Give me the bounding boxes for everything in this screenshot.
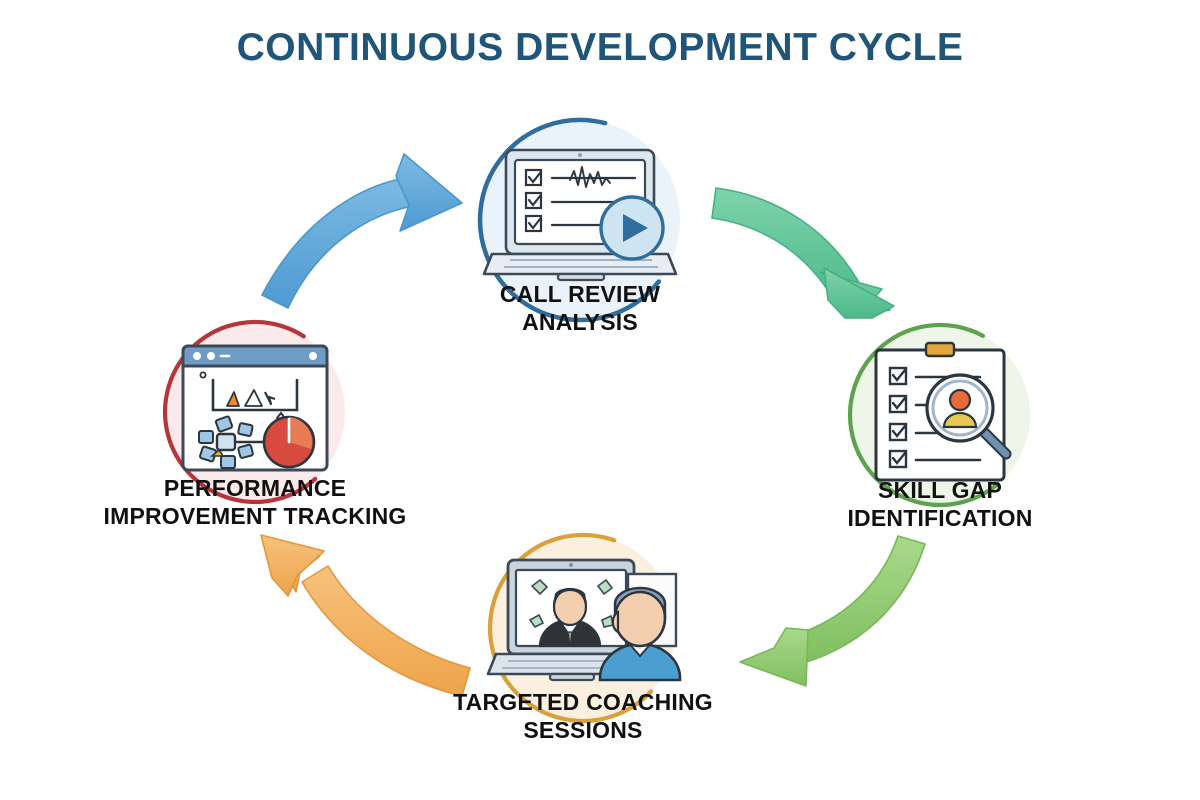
cycle-node-call-review-analysis[interactable]: CALL REVIEW ANALYSIS — [470, 112, 690, 335]
arrow-top-right — [711, 187, 895, 319]
video-coaching-laptop-icon — [486, 532, 682, 723]
cycle-node-skill-gap-identification[interactable]: SKILL GAP IDENTIFICATION — [840, 320, 1040, 531]
arrow-top-left — [261, 153, 463, 309]
cycle-node-label: PERFORMANCE IMPROVEMENT TRACKING — [103, 475, 407, 530]
analytics-dashboard-gauge-icon — [162, 319, 348, 505]
cycle-node-label: TARGETED COACHING SESSIONS — [453, 689, 713, 744]
cycle-node-label: CALL REVIEW ANALYSIS — [499, 281, 661, 336]
clipboard-magnifier-person-icon — [847, 322, 1033, 508]
arrow-bottom-right — [739, 535, 926, 687]
cycle-node-performance-improvement-tracking[interactable]: PERFORMANCE IMPROVEMENT TRACKING — [104, 318, 406, 529]
laptop-checklist-waveform-play-icon — [477, 117, 683, 323]
cycle-node-label: SKILL GAP IDENTIFICATION — [847, 477, 1033, 532]
page-title: CONTINUOUS DEVELOPMENT CYCLE — [236, 26, 964, 69]
cycle-node-targeted-coaching-sessions[interactable]: TARGETED COACHING SESSIONS — [453, 528, 713, 743]
arrow-bottom-left — [260, 534, 471, 697]
